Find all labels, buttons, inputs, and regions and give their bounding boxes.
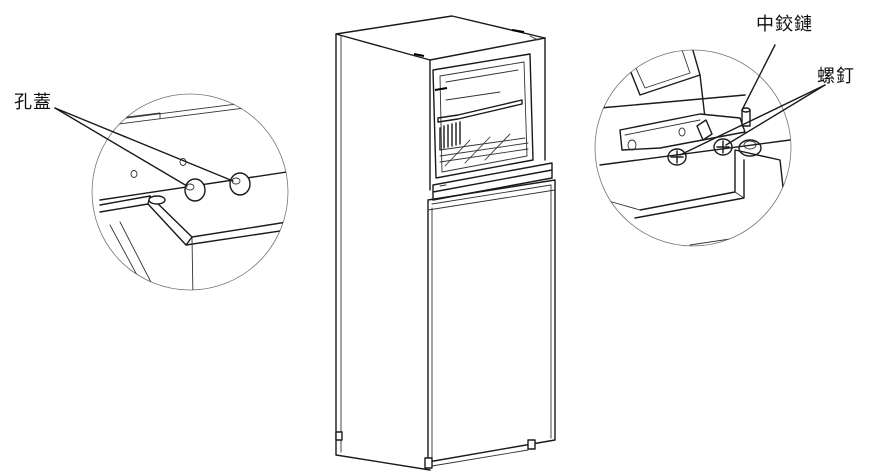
- screw-2: [713, 138, 733, 156]
- left-detail-circle: [54, 93, 289, 291]
- right-detail-circle: [594, 44, 826, 247]
- hole-cover-leader-2: [54, 107, 234, 182]
- middle-hinge-label: 中鉸鏈: [756, 14, 813, 35]
- hole-cover-leader-1: [54, 107, 188, 187]
- screw-label: 螺釘: [817, 66, 855, 87]
- hole-cover-label: 孔蓋: [14, 92, 52, 113]
- door-pin-socket: [148, 195, 166, 205]
- fridge-door: [427, 179, 556, 463]
- hole-cover-1-peg: [185, 183, 195, 191]
- small-hole: [130, 170, 138, 178]
- middle-hinge-leader: [741, 44, 776, 111]
- screw-1: [667, 148, 687, 166]
- screw-leader-1: [679, 84, 826, 156]
- left-detail-outline: [91, 93, 289, 291]
- hole-cover-1: [184, 178, 206, 202]
- hole-cover-2: [229, 172, 251, 196]
- glass-shelf: [437, 99, 523, 123]
- freezer-opening: [432, 53, 534, 179]
- freezer-rack: [439, 121, 529, 167]
- middle-hinge-plate: [619, 113, 746, 151]
- refrigerator: [335, 15, 556, 471]
- fridge-feet: [335, 431, 536, 469]
- fridge-top: [335, 15, 546, 61]
- fridge-left-side: [335, 33, 431, 471]
- screw-leader-2: [725, 84, 826, 146]
